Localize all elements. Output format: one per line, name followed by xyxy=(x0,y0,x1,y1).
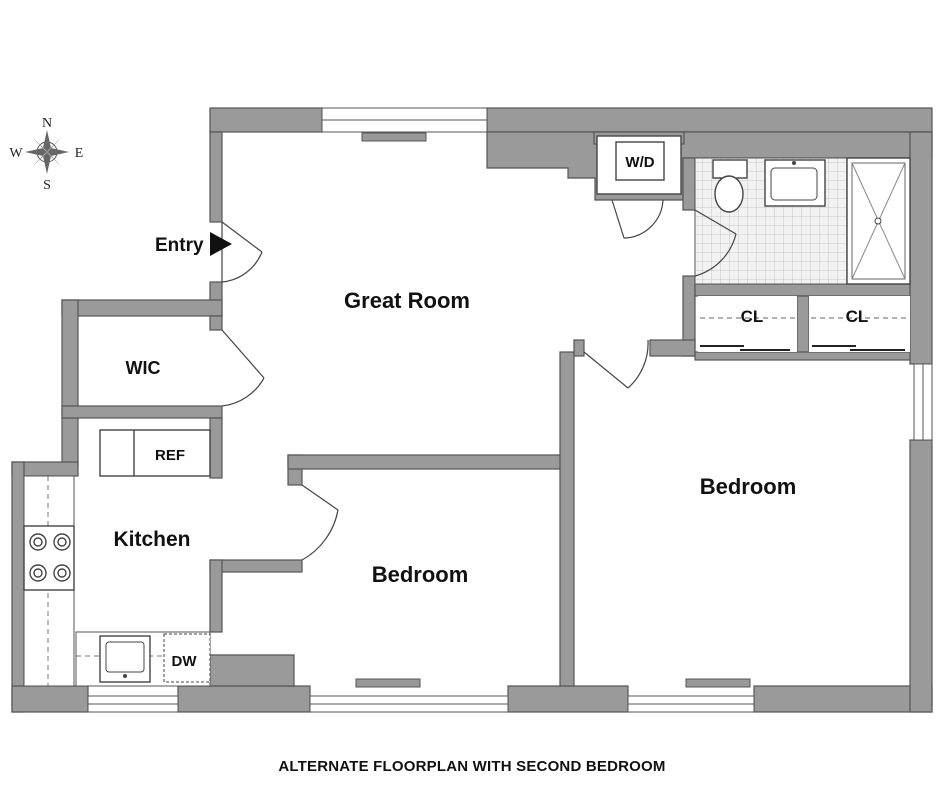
entry-arrow-icon xyxy=(210,232,232,256)
bathroom xyxy=(694,157,911,285)
label-entry: Entry xyxy=(155,235,204,256)
label-closet-2: CL xyxy=(846,307,869,326)
label-wd: W/D xyxy=(625,154,654,171)
compass-w: W xyxy=(9,146,23,161)
compass-s: S xyxy=(43,178,51,193)
compass-rose-icon: N S W E xyxy=(9,116,83,193)
compass-n: N xyxy=(42,116,52,131)
label-kitchen: Kitchen xyxy=(113,528,190,551)
windows xyxy=(87,107,933,713)
doors xyxy=(221,199,737,561)
label-wic: WIC xyxy=(126,358,161,378)
compass-e: E xyxy=(75,146,84,161)
label-closet-1: CL xyxy=(741,307,764,326)
closets xyxy=(698,296,910,352)
label-dw: DW xyxy=(172,653,198,670)
kitchen-fixtures xyxy=(23,429,211,687)
floorplan-caption: ALTERNATE FLOORPLAN WITH SECOND BEDROOM xyxy=(278,758,666,775)
label-great-room: Great Room xyxy=(344,288,470,313)
label-bedroom-large: Bedroom xyxy=(700,474,797,499)
label-bedroom-small: Bedroom xyxy=(372,562,469,587)
label-ref: REF xyxy=(155,447,185,464)
